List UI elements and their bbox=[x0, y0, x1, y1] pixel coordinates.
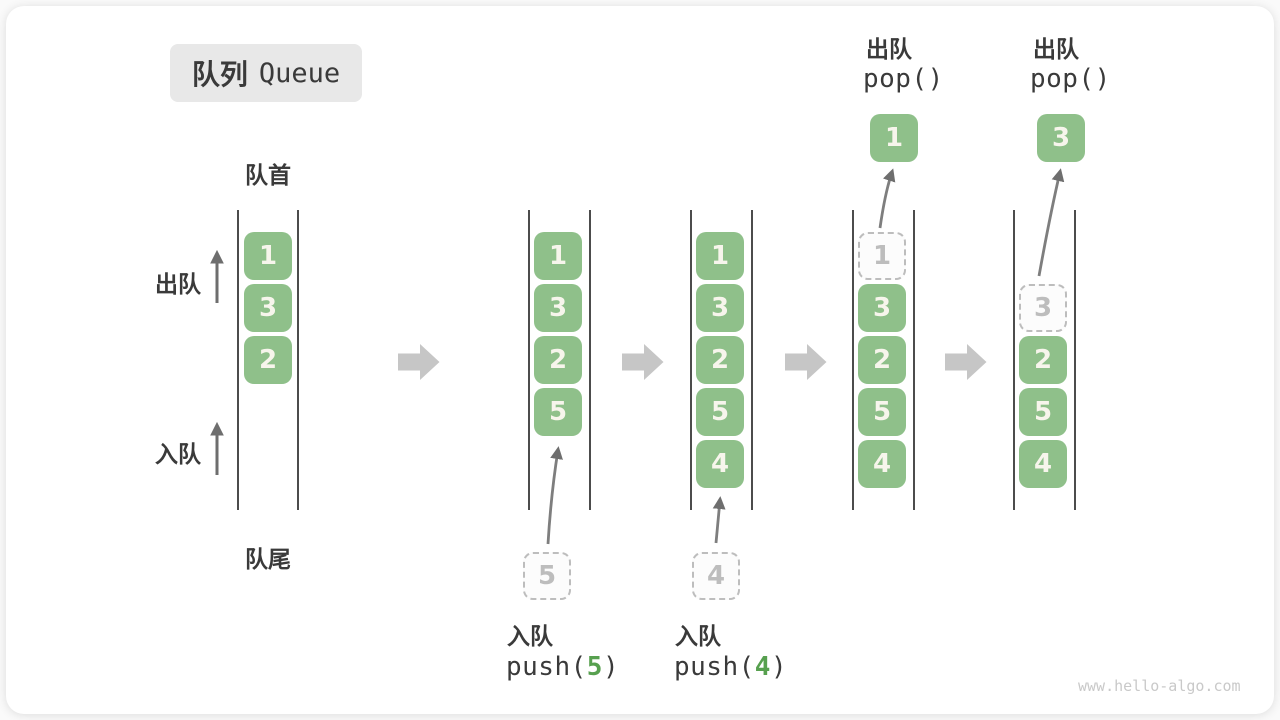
queue-item: 2 bbox=[696, 336, 744, 384]
queue-wall bbox=[690, 210, 692, 510]
queue-item: 1 bbox=[534, 232, 582, 280]
queue-item: 3 bbox=[244, 284, 292, 332]
pop-op-code: pop() bbox=[863, 64, 944, 94]
enqueue-side-label: 入队 bbox=[155, 442, 201, 468]
push-op-code: push(5) bbox=[506, 652, 619, 682]
queue-wall bbox=[751, 210, 753, 510]
queue-item: 3 bbox=[858, 284, 906, 332]
push-code-prefix: push( bbox=[506, 652, 587, 682]
incoming-item-ghost: 4 bbox=[692, 552, 740, 600]
queue-item-ghost: 1 bbox=[858, 232, 906, 280]
watermark: www.hello-algo.com bbox=[1078, 677, 1241, 695]
push-code-suffix: ) bbox=[602, 652, 620, 682]
queue-rear-label: 队尾 bbox=[245, 547, 291, 573]
queue-item: 4 bbox=[1019, 440, 1067, 488]
push-op-label: 入队 bbox=[507, 624, 553, 650]
queue-wall bbox=[913, 210, 915, 510]
queue-item: 2 bbox=[1019, 336, 1067, 384]
queue-item: 5 bbox=[858, 388, 906, 436]
queue-item: 3 bbox=[534, 284, 582, 332]
pop-op-label: 出队 bbox=[866, 37, 912, 63]
push-code-arg: 5 bbox=[586, 652, 603, 682]
queue-wall bbox=[589, 210, 591, 510]
incoming-item-ghost: 5 bbox=[523, 552, 571, 600]
push-code-arg: 4 bbox=[754, 652, 771, 682]
queue-item-ghost: 3 bbox=[1019, 284, 1067, 332]
queue-item: 2 bbox=[858, 336, 906, 384]
queue-wall bbox=[297, 210, 299, 510]
queue-wall bbox=[1074, 210, 1076, 510]
queue-wall bbox=[1013, 210, 1015, 510]
dequeue-side-label: 出队 bbox=[155, 272, 201, 298]
push-op-label: 入队 bbox=[675, 624, 721, 650]
popped-item: 1 bbox=[870, 114, 918, 162]
title-latin: Queue bbox=[258, 57, 341, 89]
queue-item: 2 bbox=[534, 336, 582, 384]
popped-item: 3 bbox=[1037, 114, 1085, 162]
pop-op-label: 出队 bbox=[1033, 37, 1079, 63]
queue-item: 1 bbox=[244, 232, 292, 280]
push-op-code: push(4) bbox=[674, 652, 787, 682]
title-cjk: 队列 bbox=[191, 58, 248, 91]
queue-item: 2 bbox=[244, 336, 292, 384]
queue-item: 5 bbox=[696, 388, 744, 436]
queue-item: 5 bbox=[1019, 388, 1067, 436]
push-code-suffix: ) bbox=[770, 652, 788, 682]
title-badge: 队列 Queue bbox=[170, 44, 362, 102]
queue-item: 5 bbox=[534, 388, 582, 436]
push-code-prefix: push( bbox=[674, 652, 755, 682]
queue-wall bbox=[852, 210, 854, 510]
queue-item: 1 bbox=[696, 232, 744, 280]
diagram-card bbox=[6, 6, 1274, 714]
queue-item: 4 bbox=[696, 440, 744, 488]
pop-op-code: pop() bbox=[1030, 64, 1111, 94]
queue-item: 3 bbox=[696, 284, 744, 332]
queue-item: 4 bbox=[858, 440, 906, 488]
queue-wall bbox=[528, 210, 530, 510]
queue-front-label: 队首 bbox=[245, 163, 291, 189]
queue-wall bbox=[237, 210, 239, 510]
